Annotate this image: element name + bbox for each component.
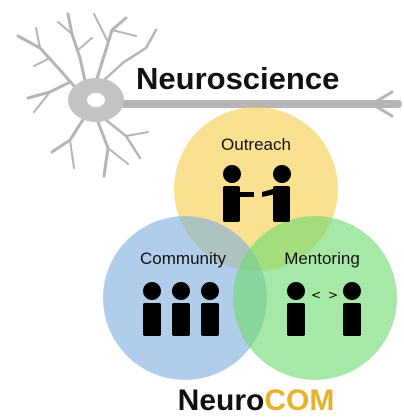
- community-label: Community: [140, 249, 226, 268]
- header-title: Neuroscience: [136, 61, 339, 96]
- two-people-exchange-icon: [287, 282, 361, 336]
- brand-name: NeuroCOM: [178, 384, 335, 417]
- neuron-cell-body: [68, 78, 124, 122]
- mentoring-circle: [233, 216, 397, 380]
- outreach-label: Outreach: [221, 135, 291, 154]
- mentoring-label: Mentoring: [284, 249, 360, 268]
- neuron-icon: [16, 12, 402, 178]
- brand-name-com: COM: [264, 384, 334, 417]
- two-people-talking-icon: [223, 165, 291, 222]
- mentoring-arrow-right: >: [328, 288, 338, 302]
- three-people-icon: [143, 282, 219, 336]
- mentoring-arrow-left: <: [311, 288, 321, 302]
- brand-name-neuro: Neuro: [178, 384, 265, 417]
